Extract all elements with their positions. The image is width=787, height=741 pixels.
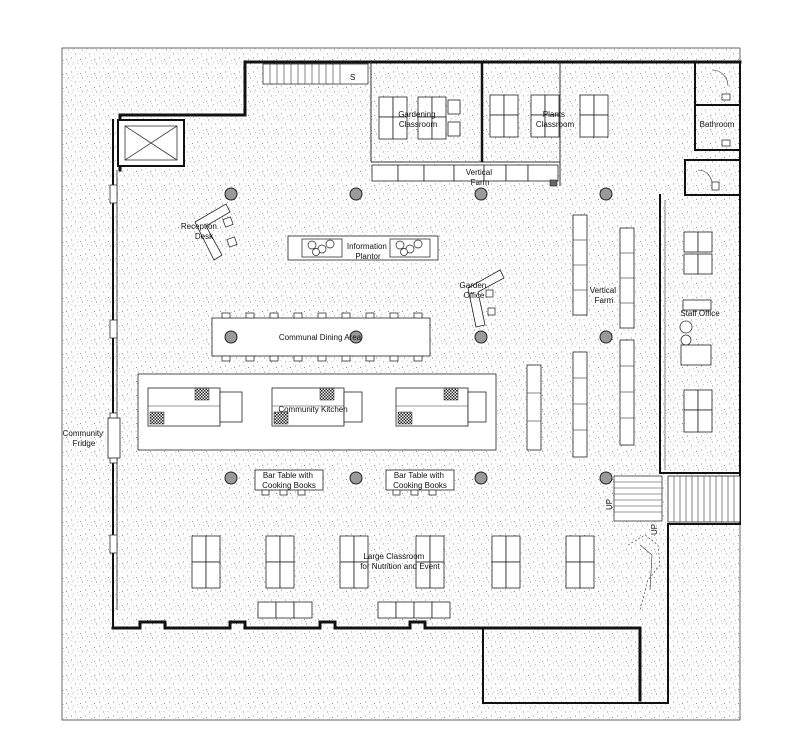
staff-office-label: Staff Office [680,309,720,318]
gardening-classroom-label: Gardening Classroom [398,110,438,129]
top-stair-label: S [350,73,355,82]
up-label-left: UP [605,499,614,510]
plants-classroom-label: Plants Classroom [536,110,575,129]
gardening-desks [378,96,461,140]
communal-dining-table [211,312,431,362]
elevator [117,119,185,167]
reception-desk-furniture [194,203,238,261]
community-fridge-label: Community Fridge [63,429,106,448]
garden-office-furniture [467,269,505,328]
bar-tables [254,469,455,496]
community-fridge-furniture [107,417,121,459]
plants-desks [489,94,609,138]
reception-desk-label: Reception Desk [181,222,219,241]
communal-dining-area-label: Communal Dining Area [279,333,362,342]
bar-table-1-label: Bar Table with Cooking Books [262,471,316,490]
bathroom-block [684,61,741,196]
large-classroom-label: Large Classroom for Nutrition and Event [360,552,440,571]
bar-table-2-label: Bar Table with Cooking Books [393,471,447,490]
up-label-right: UP [650,524,659,535]
community-kitchen-zone [137,373,497,451]
staff-office [659,194,741,474]
structural-columns [224,187,613,485]
exterior-walls [111,60,742,704]
large-classroom-desks [191,535,595,619]
top-stair: S [262,63,369,85]
vertical-farm-top-racks [371,164,559,187]
community-kitchen-label: Community Kitchen [278,405,347,414]
information-plantor-label: Information Plantor [347,242,389,261]
information-plantor-furniture [287,235,439,261]
vertical-farm-top-label: Vertical Farm [466,168,494,187]
vertical-farm-right-racks [526,214,635,458]
garden-office-label: Garden Office [460,281,489,300]
classroom-walls [370,62,561,186]
vertical-farm-right-label: Vertical Farm [590,286,618,305]
east-stairs: UP UP [605,475,741,611]
room-labels: Gardening Classroom Plants Classroom Bat… [63,110,735,571]
bathroom-label: Bathroom [700,120,735,129]
